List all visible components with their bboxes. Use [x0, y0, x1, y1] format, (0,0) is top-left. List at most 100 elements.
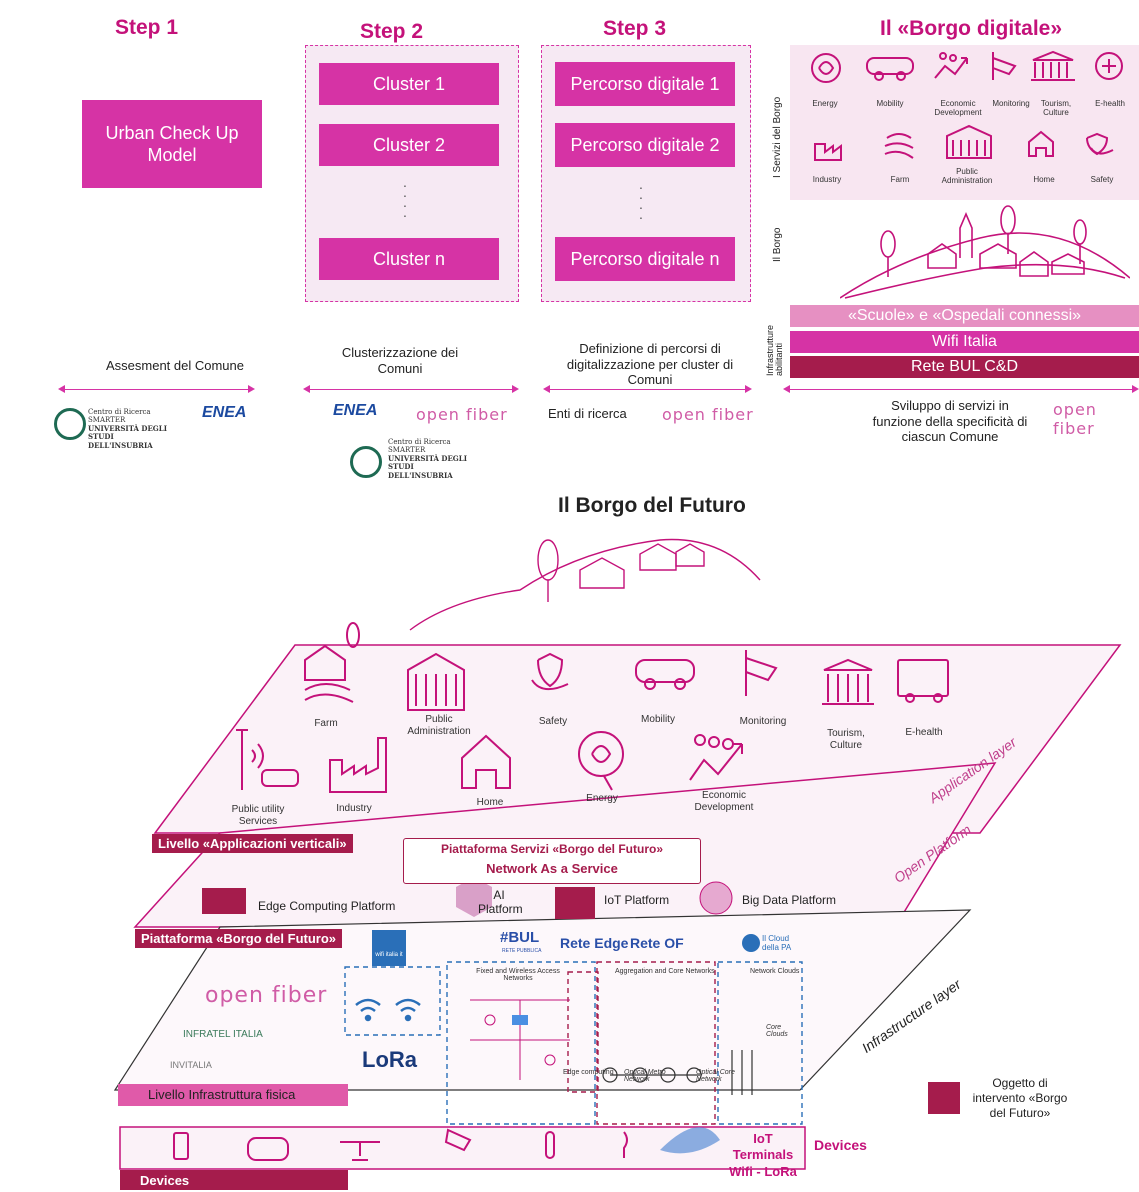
step1-arrow [58, 385, 255, 393]
iot-platform-label: IoT Platform [604, 893, 670, 907]
bul-sub: RETE PUBBLICA [502, 948, 542, 954]
cluster-2-box: Cluster 2 [319, 124, 499, 166]
rete-bul-bar: Rete BUL C&D [790, 356, 1139, 378]
ai-platform-icon [456, 877, 492, 917]
optical-metro-label: Optical Metro Network [624, 1069, 666, 1083]
service-icons [811, 50, 1123, 161]
step3-caption: Definizione di percorsi di digitalizzazi… [566, 341, 734, 388]
energy-icon [811, 53, 841, 83]
devices-side-label: Devices [814, 1137, 867, 1153]
ai-platform-label: AI Platform [478, 888, 523, 916]
legend-swatch [928, 1082, 960, 1114]
app-label: Public Administration [407, 714, 471, 737]
iot-platform-icon [555, 887, 595, 919]
app-label: Industry [336, 803, 372, 814]
enea-logo: ENEA [202, 404, 247, 421]
invitalia-logo: INVITALIA [170, 1060, 212, 1070]
borgo-vertical-label: Il Borgo [772, 227, 783, 262]
economic-development-icon [934, 57, 968, 79]
lora-logo: LoRa [362, 1047, 417, 1072]
service-label: Monitoring [992, 99, 1030, 108]
app-label: Mobility [641, 714, 675, 725]
rete-edge-label: Rete Edge [560, 935, 629, 951]
app-label: Home [476, 797, 504, 808]
percorso-2-box: Percorso digitale 2 [555, 123, 735, 167]
app-label: Tourism, Culture [827, 728, 865, 751]
service-label: Tourism, Culture [1040, 99, 1072, 117]
farm-icon [884, 133, 914, 159]
insubria-seal-icon [54, 408, 86, 440]
wifi-italia-bar: Wifi Italia [790, 331, 1139, 353]
open-fiber-logo: open fiber [662, 405, 754, 424]
service-label: Energy [812, 99, 838, 108]
app-label: E-health [905, 727, 943, 738]
safety-icon [1086, 132, 1114, 156]
industry-icon [814, 143, 842, 161]
service-label: E-health [1095, 99, 1125, 108]
service-label: Farm [890, 175, 910, 184]
edge-computing-icon [202, 888, 246, 914]
wifi-wave-icon [660, 1127, 720, 1154]
ellipsis-dots: ···· [402, 177, 408, 223]
service-label: Public Administration [941, 167, 993, 185]
village-illustration [840, 205, 1130, 299]
cluster-n-box: Cluster n [319, 238, 499, 280]
livello-applicazioni-label: Livello «Applicazioni verticali» [152, 834, 353, 853]
network-section-label: Network Clouds [750, 968, 800, 975]
mobility-icon [866, 57, 914, 75]
app-label: Safety [538, 716, 568, 727]
edge-computing-label: Edge Computing Platform [258, 899, 396, 913]
energy-leaf [818, 61, 835, 75]
borgo-digitale-title: Il «Borgo digitale» [880, 17, 1063, 40]
service-label: Home [1033, 175, 1055, 184]
optical-core-label: Optical Core Network [696, 1069, 735, 1083]
service-label: Industry [812, 175, 842, 184]
home-icon [1028, 130, 1054, 157]
open-fiber-logo: open fiber [205, 983, 328, 1008]
step4-caption: Sviluppo di servizi in funzione della sp… [872, 398, 1028, 445]
monitoring-icon [992, 52, 1017, 80]
enti-di-ricerca: Enti di ricerca [548, 406, 627, 421]
legend-text: Oggetto di intervento «Borgo del Futuro» [972, 1076, 1068, 1120]
step3-title: Step 3 [603, 17, 667, 40]
app-label: Economic Development [694, 790, 754, 813]
e-health-icon [1095, 52, 1123, 80]
rete-of-label: Rete OF [630, 935, 684, 951]
percorso-n-box: Percorso digitale n [555, 237, 735, 281]
scuole-ospedali-bar: «Scuole» e «Ospedali connessi» [790, 305, 1139, 327]
devices-level-label: Devices [120, 1170, 348, 1190]
services-panel [790, 45, 1139, 200]
urban-check-up-box: Urban Check Up Model [82, 100, 262, 188]
piattaforma-borgo-label: Piattaforma «Borgo del Futuro» [135, 929, 343, 948]
cloud-pa-icon [742, 934, 760, 952]
livello-infrastruttura-label: Livello Infrastruttura fisica [118, 1084, 348, 1106]
percorso-1-box: Percorso digitale 1 [555, 62, 735, 106]
service-label: Safety [1090, 175, 1114, 184]
iot-terminals-label: IoT Terminals Wifi - LoRa [729, 1131, 797, 1179]
big-data-icon [699, 881, 733, 915]
open-fiber-logo: open fiber [1053, 400, 1097, 438]
bul-logo: #BUL [500, 929, 540, 946]
service-label: Economic Development [934, 99, 982, 117]
step3-arrow [543, 385, 752, 393]
step4-arrow [783, 385, 1139, 393]
app-label: Farm [314, 718, 338, 729]
tourism-culture-icon [1031, 50, 1075, 81]
infrastrutture-vertical-label: Infrastrutture abilitanti [765, 324, 784, 376]
step2-caption: Clusterizzazione dei Comuni [341, 345, 459, 376]
service-label: Mobility [876, 99, 904, 108]
ellipsis-dots: ···· [638, 179, 644, 225]
step2-title: Step 2 [360, 20, 424, 43]
app-label: Energy [586, 793, 618, 804]
cloud-pa-label: Il Cloud della PA [762, 934, 792, 952]
step1-title: Step 1 [115, 16, 179, 39]
infratel-logo: INFRATEL ITALIA [183, 1029, 263, 1040]
insubria-seal-icon [350, 446, 382, 478]
core-clouds-label: Core Clouds [766, 1024, 788, 1038]
enea-logo: ENEA [333, 402, 378, 419]
piattaforma-servizi-box: Piattaforma Servizi «Borgo del Futuro» N… [403, 838, 701, 884]
wifi-italia-badge: wifi italia it [372, 930, 406, 966]
app-label: Monitoring [739, 716, 787, 727]
public-administration-icon [946, 124, 992, 159]
